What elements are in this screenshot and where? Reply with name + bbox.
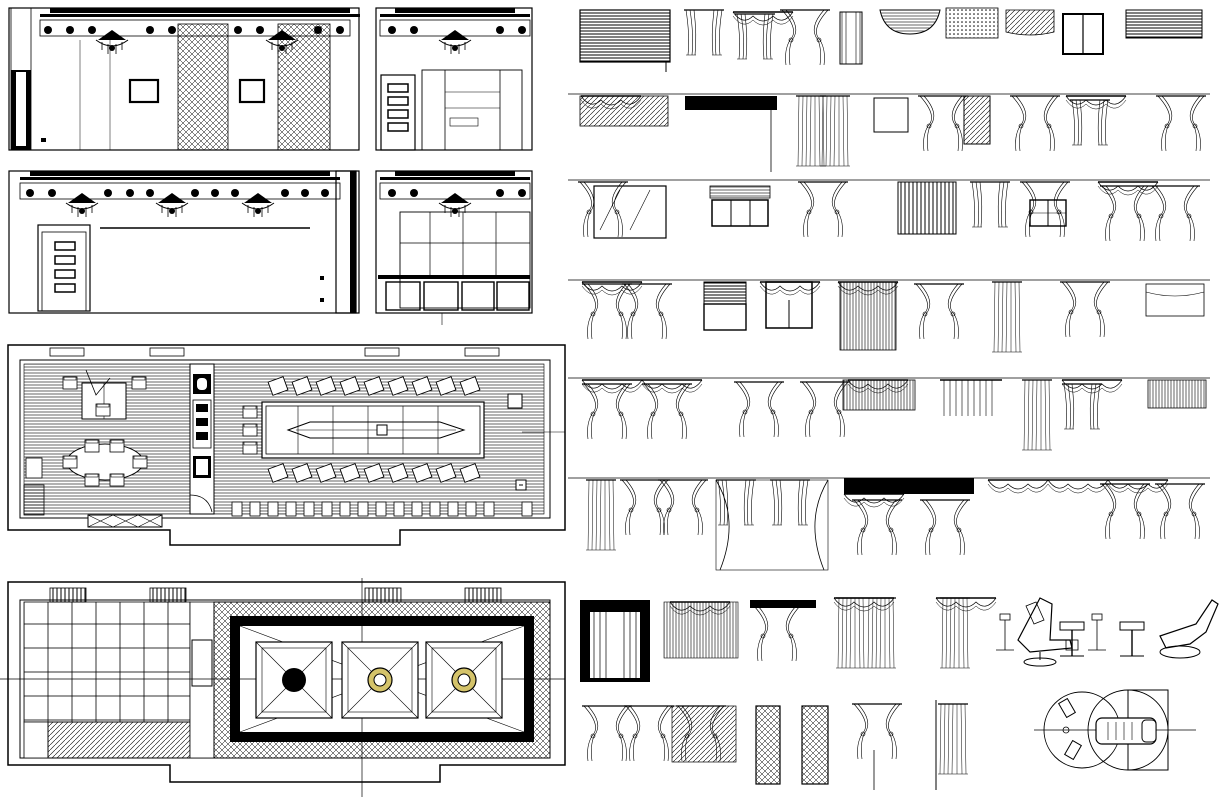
dental-operatory-plan	[1034, 689, 1196, 771]
office-floor-plan	[7, 344, 566, 546]
curtain-row-6	[585, 478, 1206, 571]
curtain-row-8	[581, 700, 969, 790]
curtain-library	[568, 7, 1210, 790]
dental-chair-side-view	[996, 597, 1073, 667]
dental-equipment	[996, 597, 1219, 771]
elevation-4	[375, 170, 533, 325]
elevation-1	[8, 7, 360, 151]
curtain-row-3	[577, 181, 1201, 242]
curtain-row-4	[581, 281, 1205, 353]
curtain-row-1	[579, 7, 1203, 72]
ceiling-plan	[0, 578, 566, 797]
dental-stool	[1059, 613, 1145, 657]
curtain-row-5	[581, 379, 1207, 451]
curtain-row-7	[580, 597, 997, 682]
elevation-3	[8, 170, 360, 314]
curtain-row-2	[579, 95, 1207, 172]
dental-chair-reclined	[1159, 599, 1219, 659]
elevation-2	[375, 7, 533, 151]
